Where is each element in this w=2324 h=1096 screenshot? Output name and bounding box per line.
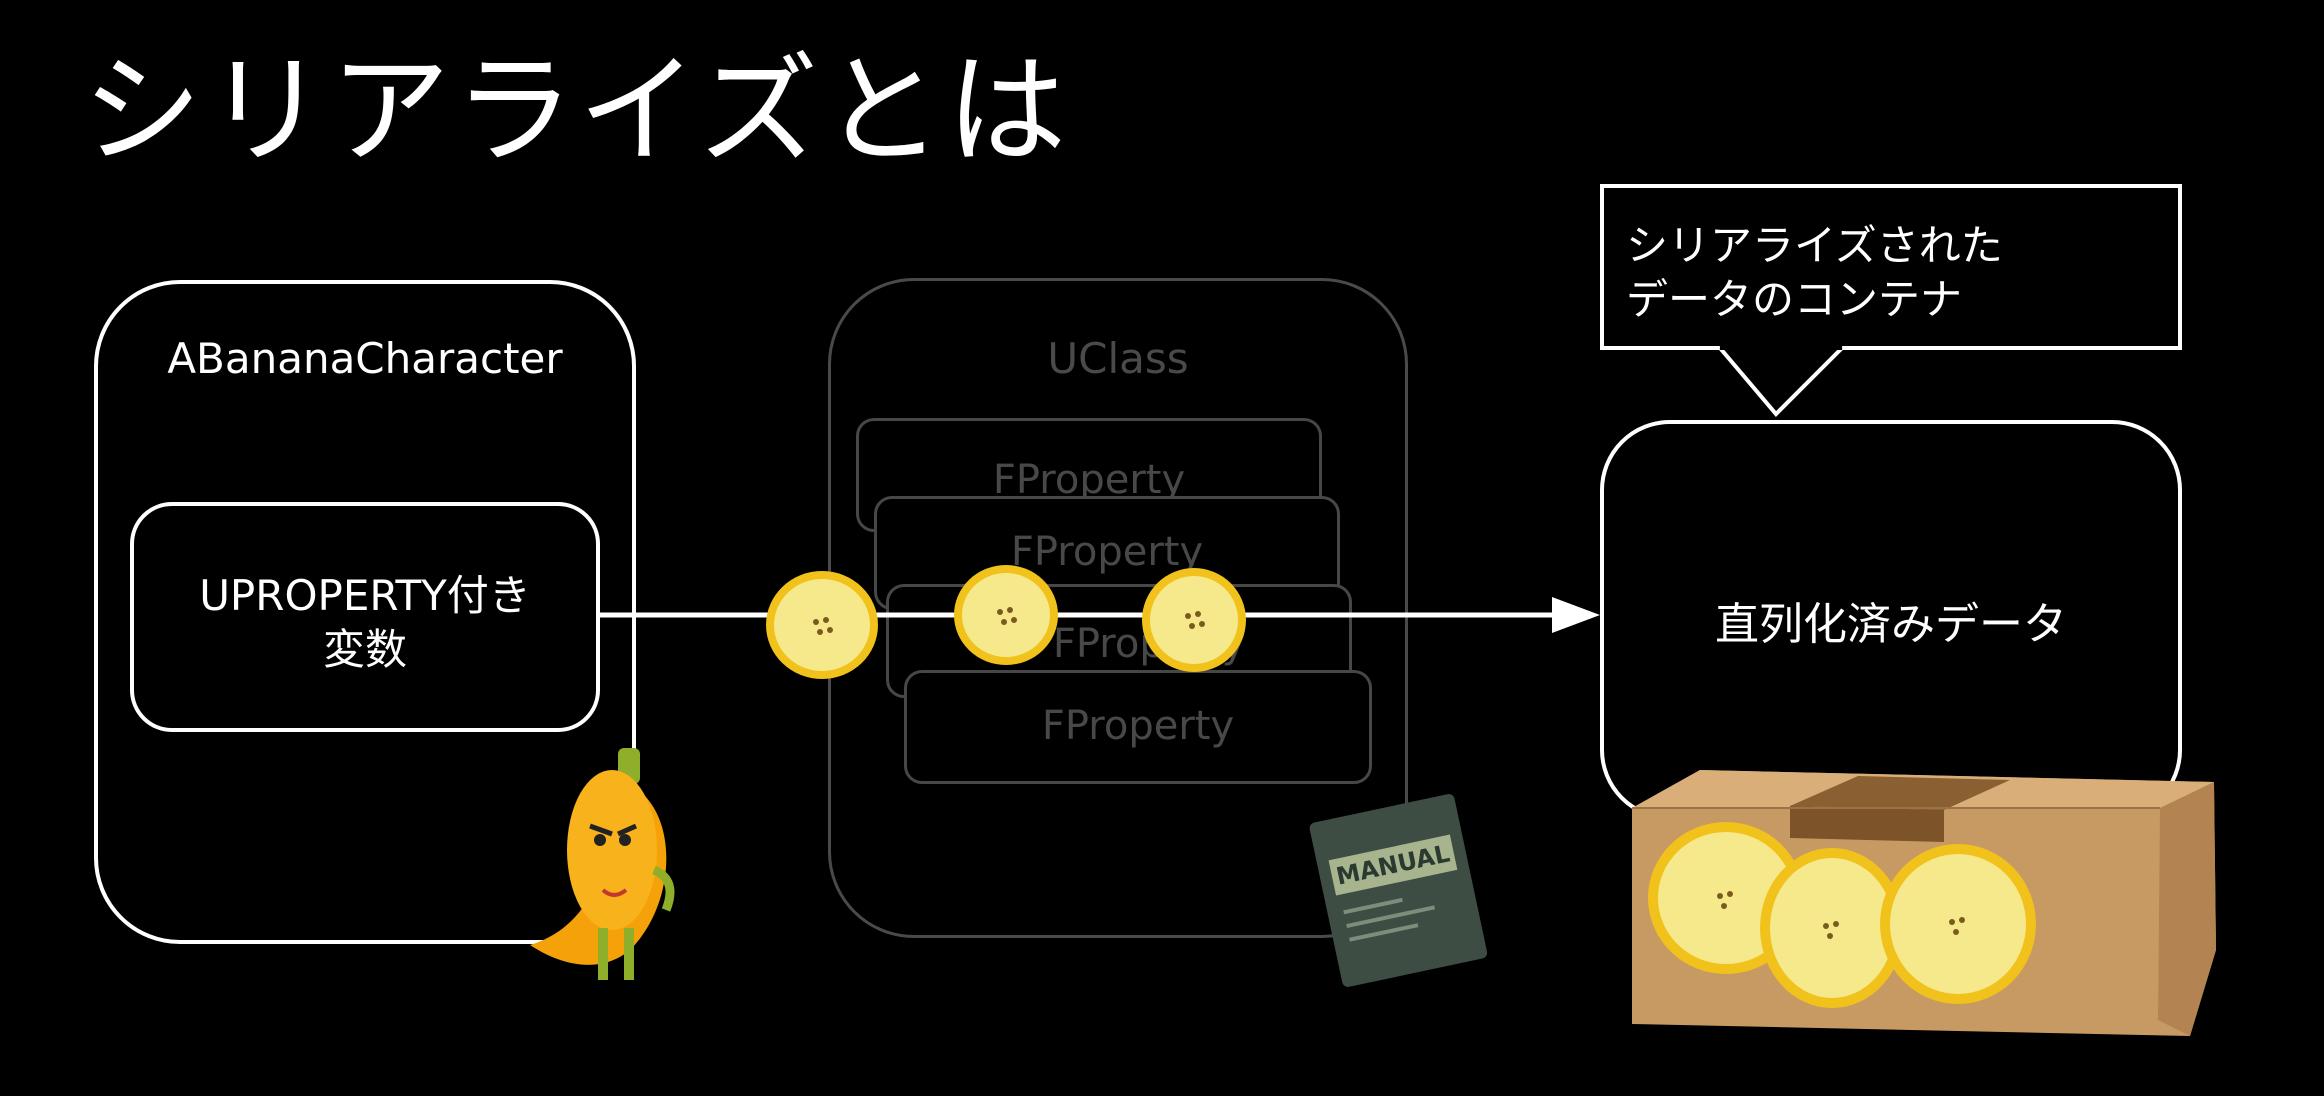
fproperty-label: FProperty xyxy=(1010,529,1204,575)
actor-class-box xyxy=(94,280,636,944)
serialize-arrowhead xyxy=(1552,597,1600,633)
uproperty-variable-label-line1: UPROPERTY付き xyxy=(199,571,531,620)
uproperty-variable-label-line2: 変数 xyxy=(322,625,407,674)
callout-box xyxy=(1600,184,2182,350)
fproperty-label: FProperty xyxy=(992,457,1186,503)
banana-slice-icon xyxy=(766,571,878,679)
callout-text-line1: シリアライズされた xyxy=(1626,221,2003,270)
banana-slice-icon xyxy=(1142,568,1246,672)
banana-slice-icon xyxy=(954,565,1058,665)
fproperty-card: FProperty xyxy=(904,670,1372,784)
uclass-name: UClass xyxy=(1047,334,1189,383)
uproperty-variable-box xyxy=(130,502,600,732)
actor-class-name: ABananaCharacter xyxy=(167,334,563,383)
callout-text-line2: データのコンテナ xyxy=(1626,275,1963,324)
banana-slice-icon xyxy=(1880,844,2036,1004)
banana-character-icon xyxy=(530,748,675,980)
serialized-data-label: 直列化済みデータ xyxy=(1715,599,2067,650)
banana-slice-icon xyxy=(1760,848,1904,1008)
slide-title: シリアライズとは xyxy=(82,42,1071,181)
fproperty-label: FProperty xyxy=(1041,703,1235,749)
manual-book-icon: MANUAL xyxy=(1309,794,1488,987)
